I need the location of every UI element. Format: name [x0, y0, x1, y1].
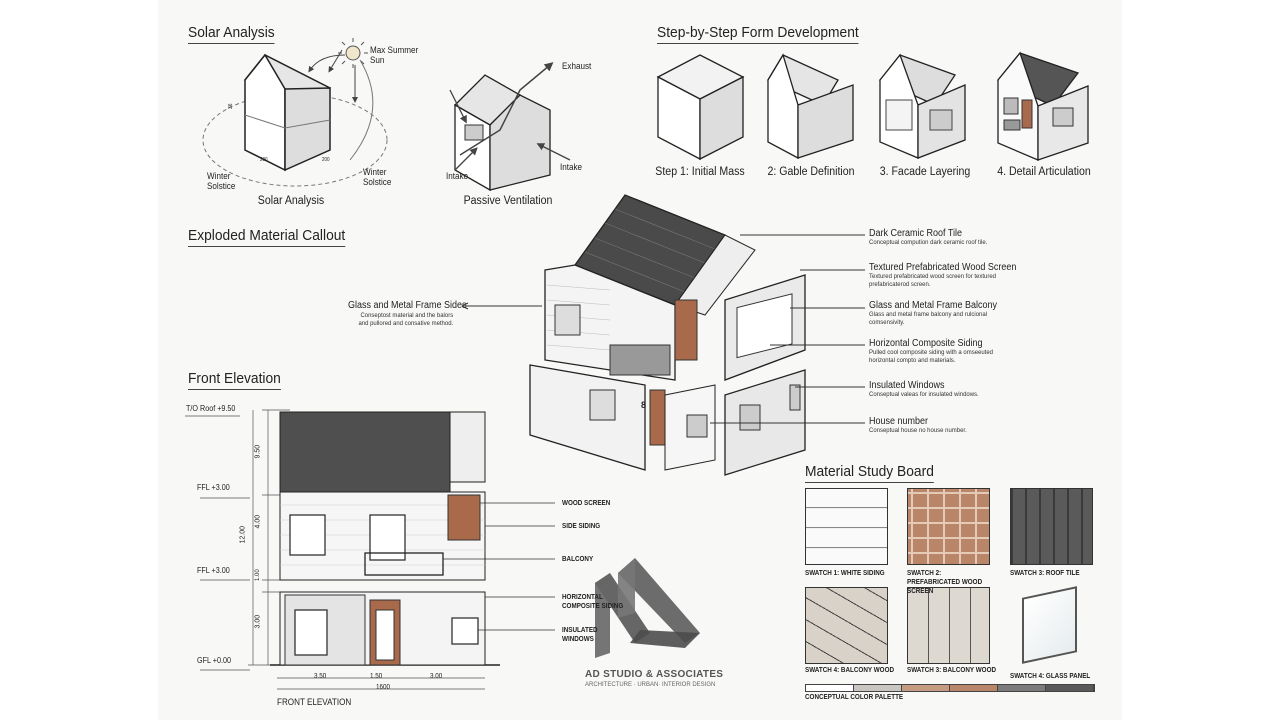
swatch-wood-screen — [907, 488, 990, 565]
swatch-label: SWATCH 3: ROOF TILE — [1010, 570, 1080, 577]
exploded-callout-heading: Exploded Material Callout — [188, 227, 346, 247]
swatch-label: SWATCH 4: GLASS PANEL — [1010, 673, 1091, 680]
callout-title: Dark Ceramic Roof Tile — [869, 228, 963, 239]
step-3-facade-drawing — [878, 53, 966, 159]
dim-horizontal: 3.00 — [430, 673, 443, 680]
callout-desc: Conceptual compution dark ceramic roof t… — [869, 239, 988, 246]
step-3-label: 3. Facade Layering — [879, 166, 971, 178]
palette-label: CONCEPTUAL COLOR PALETTE — [805, 694, 904, 701]
callout-desc: Conseptual house no house number. — [869, 427, 967, 434]
elevation-label: INSULATED WINDOWS — [562, 627, 598, 643]
sun-label: Max Summer Sun — [370, 45, 419, 65]
front-elevation-drawing — [185, 409, 555, 690]
swatch-label: SWATCH 4: BALCONY WOOD — [805, 667, 895, 674]
solar-dim: 36 — [228, 103, 234, 109]
callout-desc: Glass and metal frame balcony and rulcio… — [869, 311, 988, 326]
solar-dim: 200 — [260, 157, 268, 163]
dim-vertical: 4.00 — [254, 514, 262, 529]
callout-title: Insulated Windows — [869, 380, 945, 391]
palette-color-chip — [902, 685, 950, 691]
elevation-label: BALCONY — [562, 556, 594, 563]
ventilation-caption: Passive Ventilation — [463, 195, 553, 207]
swatch-balcony-wood-vertical — [907, 587, 990, 664]
solar-analysis-diagram — [202, 38, 388, 187]
house-number: 8 — [641, 400, 647, 410]
intake-left-label: Intake — [446, 171, 469, 181]
palette-color-chip — [950, 685, 998, 691]
dim-horizontal: 3.50 — [314, 673, 327, 680]
dim-vertical: 12.00 — [239, 525, 247, 544]
elevation-label: SIDE SIDING — [562, 523, 601, 530]
swatch-label: SWATCH 1: WHITE SIDING — [805, 570, 885, 577]
callout-leader-lines — [710, 234, 865, 424]
elevation-caption: FRONT ELEVATION — [277, 697, 352, 707]
step-4-label: 4. Detail Articulation — [997, 166, 1091, 178]
solar-analysis-heading: Solar Analysis — [188, 24, 275, 44]
callout-desc: Textured prefabricated wood screen for t… — [869, 273, 996, 288]
intake-right-label: Intake — [560, 162, 583, 172]
studio-tagline: ARCHITECTURE · URBAN· INTERIOR DESIGN — [585, 682, 716, 688]
callout-title: House number — [869, 416, 929, 427]
callout-title: Glass and Metal Frame Balcony — [869, 300, 998, 311]
palette-color-chip — [1046, 685, 1094, 691]
dim-horizontal: 1.50 — [370, 673, 383, 680]
elevation-label: WOOD SCREEN — [562, 500, 611, 507]
callout-title: Textured Prefabricated Wood Screen — [869, 262, 1017, 273]
level-roof: T/O Roof +9.50 — [186, 404, 236, 413]
step-4-detail-drawing — [996, 51, 1089, 161]
swatch-label: SWATCH 3: BALCONY WOOD — [907, 667, 997, 674]
level-ffl-lower: FFL +3.00 — [197, 566, 230, 575]
callout-desc: Conseptual valeas for insulated windows. — [869, 391, 979, 398]
studio-logo — [595, 558, 700, 658]
color-palette-bar — [805, 684, 1095, 692]
swatch-balcony-wood-diagonal — [805, 587, 888, 664]
elevation-label: HORIZONTAL COMPOSITE SIDING — [562, 594, 624, 610]
step-2-gable-drawing — [767, 53, 854, 160]
front-elevation-heading: Front Elevation — [188, 370, 281, 390]
callout-arrow — [461, 302, 542, 310]
passive-ventilation-diagram — [449, 62, 571, 192]
level-ground: GFL +0.00 — [197, 656, 231, 665]
step-1-initial-mass-drawing — [656, 54, 745, 161]
dim-total-width: 1600 — [376, 684, 391, 691]
exhaust-label: Exhaust — [562, 61, 592, 71]
swatch-glass-panel — [1022, 586, 1077, 664]
winter-solstice-right: Winter Solstice — [363, 167, 392, 187]
form-development-heading: Step-by-Step Form Development — [657, 24, 859, 44]
callout-title: Glass and Metal Frame Sides — [348, 300, 467, 311]
palette-color-chip — [998, 685, 1046, 691]
dim-vertical: 1.00 — [255, 569, 261, 581]
callout-title: Horizontal Composite Siding — [869, 338, 983, 349]
winter-solstice-left: Winter Solstice — [207, 171, 236, 191]
palette-color-chip — [854, 685, 902, 691]
callout-desc: Pulled cool composite siding with a omse… — [869, 349, 993, 364]
solar-caption: Solar Analysis — [257, 195, 325, 207]
swatch-label: SWATCH 2: PREFABRICATED WOOD SCREEN — [907, 570, 983, 595]
dim-vertical: 3.00 — [254, 614, 262, 629]
solar-dim: 200 — [322, 157, 330, 163]
swatch-white-siding — [805, 488, 888, 565]
dim-vertical: 9.50 — [254, 444, 262, 459]
material-board-heading: Material Study Board — [805, 463, 934, 483]
swatch-roof-tile — [1010, 488, 1093, 565]
callout-desc: Conseptost material and the balors and p… — [358, 312, 454, 327]
step-1-label: Step 1: Initial Mass — [655, 166, 745, 178]
studio-name: AD STUDIO & ASSOCIATES — [585, 669, 724, 680]
step-2-label: 2: Gable Definition — [767, 166, 855, 178]
level-ffl-upper: FFL +3.00 — [197, 483, 230, 492]
palette-color-chip — [806, 685, 854, 691]
